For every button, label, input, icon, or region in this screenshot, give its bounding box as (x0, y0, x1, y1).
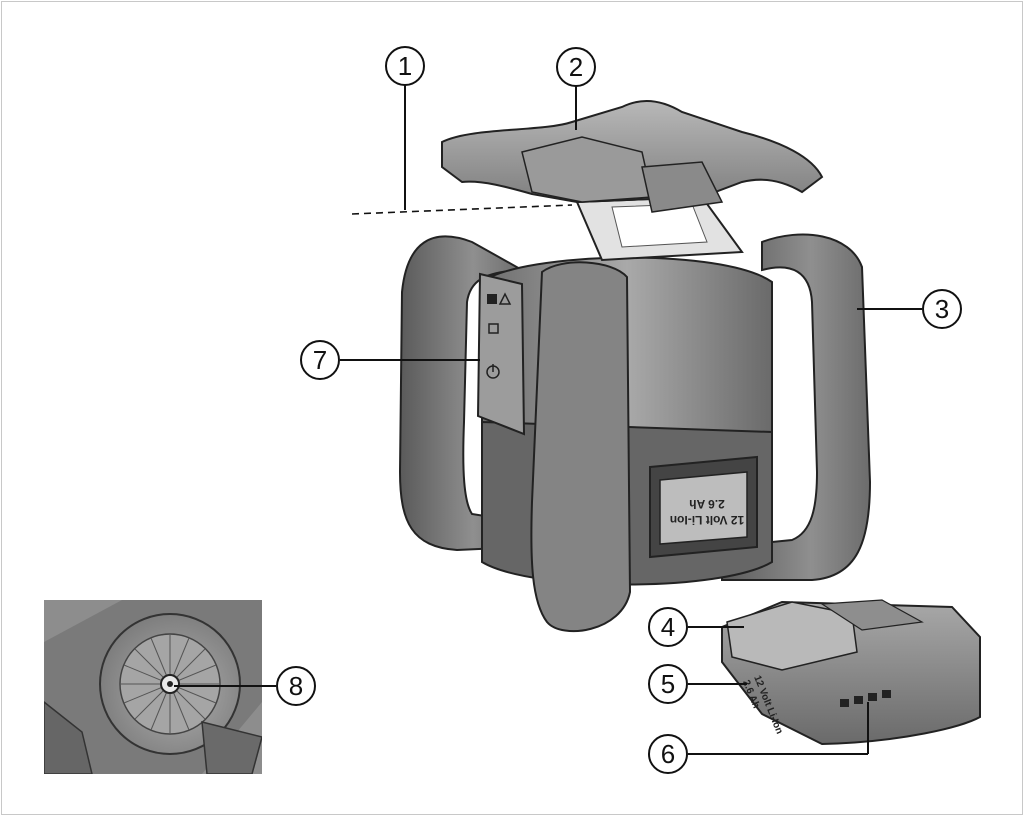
callout-3-label: 3 (935, 294, 949, 324)
control-panel (486, 292, 512, 379)
callout-2-label: 2 (569, 52, 583, 82)
callout-2: 2 (556, 47, 596, 87)
callout-4-label: 4 (661, 612, 675, 642)
callout-4: 4 (648, 607, 688, 647)
callout-6-label: 6 (661, 739, 675, 769)
battery-pack: 12 Volt Li-Ion 2.6 Ah (721, 599, 981, 746)
callout-1: 1 (385, 46, 425, 86)
leader-lines (174, 84, 922, 755)
battery-release-button (726, 601, 858, 671)
callout-7: 7 (300, 340, 340, 380)
status-icon (487, 294, 497, 304)
device-bottom-view (44, 600, 262, 774)
callout-5-label: 5 (661, 669, 675, 699)
callout-5: 5 (648, 664, 688, 704)
battery-charge-indicator (840, 690, 891, 707)
rotating-laser-device (398, 100, 872, 633)
mode-icon (488, 323, 499, 334)
callout-1-label: 1 (398, 51, 412, 81)
callout-7-label: 7 (313, 345, 327, 375)
callout-6: 6 (648, 734, 688, 774)
battery-voltage-label-installed: 12 Volt Li-Ion (670, 513, 744, 527)
installed-battery-label: 12 Volt Li-Ion 2.6 Ah (670, 497, 744, 527)
battery-capacity-label-installed: 2.6 Ah (689, 497, 725, 511)
callout-8-label: 8 (289, 671, 303, 701)
callout-3: 3 (922, 289, 962, 329)
callout-8: 8 (276, 666, 316, 706)
tilt-icon (498, 292, 512, 305)
